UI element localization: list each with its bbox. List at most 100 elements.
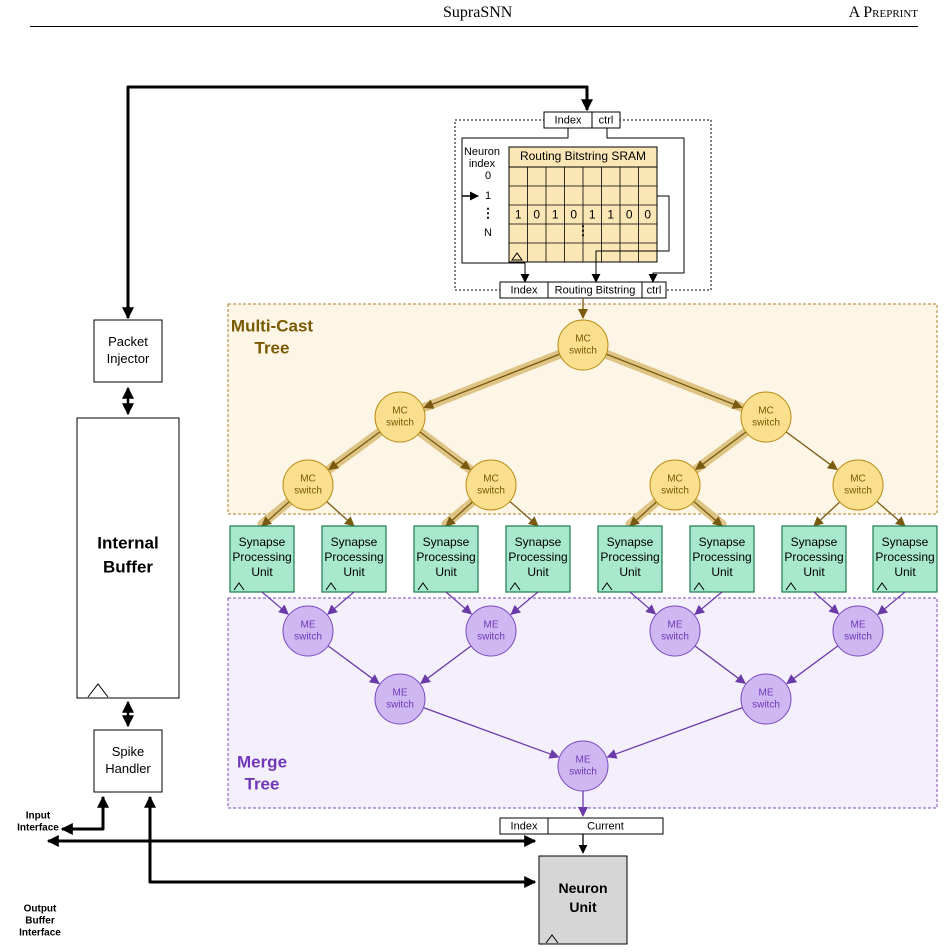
synapse-processing-unit-1: [321, 525, 387, 593]
mc-l2-3-switch-label-line-1: switch: [844, 486, 872, 497]
synapse-processing-unit-1-label-line-1: Processing: [324, 550, 383, 564]
packet-injector-box: [93, 319, 163, 383]
mc-l2-0-switch-label-line-1: switch: [294, 486, 322, 497]
mc-l2-0-switch: [282, 459, 334, 511]
bitstring-wire: [591, 195, 670, 283]
me-edge-l1-3: [786, 645, 839, 685]
mc-leaf-edge-1: [326, 501, 355, 527]
me-switch-2-label-line-0: ME: [668, 620, 683, 631]
output-register-label-0: Index: [511, 820, 538, 832]
spike-handler-label-line-0: Spike: [112, 744, 145, 759]
mc-leaf-edge-5: [693, 500, 723, 527]
mc-l2-2-switch-label-line-1: switch: [661, 486, 689, 497]
synapse-processing-unit-6-label-line-2: Unit: [803, 565, 825, 579]
synapse-processing-unit-4-clock-icon: [601, 582, 613, 591]
sram-vellipsis: ⋮: [577, 223, 590, 238]
mc-leaf-edge-3: [509, 500, 539, 527]
internal-buffer-clock-icon: [87, 683, 109, 698]
me-input-edge-7: [877, 591, 906, 616]
output-interface-label-line-2: Interface: [19, 928, 61, 939]
synapse-processing-unit-6-label-line-1: Processing: [784, 550, 843, 564]
me-switch-2: [649, 605, 701, 657]
synapse-processing-unit-6-label-line-0: Synapse: [791, 535, 838, 549]
me-switch-1-label-line-1: switch: [477, 632, 505, 643]
synapse-processing-unit-2-clock-icon: [417, 582, 429, 591]
synapse-processing-unit-3-label-line-2: Unit: [527, 565, 549, 579]
mc-l1-0-switch: [374, 391, 426, 443]
me-edge-l1-0: [327, 645, 380, 685]
mc-edge-root-right: [606, 353, 743, 409]
mc-leaf-edge-7: [876, 500, 906, 527]
mc-leaf-edge-6: [813, 501, 841, 527]
mc-edge-l1-0-b: [419, 431, 471, 471]
synapse-processing-unit-3: [505, 525, 571, 593]
synapse-processing-unit-1-label-line-0: Synapse: [331, 535, 378, 549]
mc-l2-2-switch: [649, 459, 701, 511]
me-input-edge-6: [813, 591, 840, 615]
sram-bit-7: 0: [644, 208, 651, 222]
me-switch-4-label-line-0: ME: [393, 688, 408, 699]
index-ctrl-register-label-1: ctrl: [599, 114, 614, 126]
synapse-processing-unit-0-clock-icon: [233, 582, 245, 591]
neuron-feedback-bus: [144, 795, 537, 888]
mc-root-switch-label-line-0: MC: [575, 334, 591, 345]
output-register-label-1: Current: [587, 820, 624, 832]
me-input-edge-2: [445, 591, 473, 615]
synapse-processing-unit-5-clock-icon: [693, 582, 705, 591]
output-interface-label-line-1: Buffer: [25, 916, 55, 927]
synapse-processing-unit-3-label-line-1: Processing: [508, 550, 567, 564]
mc-edge-root-left: [423, 353, 560, 409]
sram-title: Routing Bitstring SRAM: [520, 149, 646, 163]
routing-bitstring-register-label-0: Index: [511, 284, 538, 296]
me-input-edge-0: [261, 591, 289, 615]
me-input-edge-5: [694, 591, 723, 616]
packet-injector-label-line-0: Packet: [108, 334, 148, 349]
synapse-processing-unit-2-label-line-1: Processing: [416, 550, 475, 564]
sram-bit-0: 1: [515, 208, 522, 222]
me-switch-1-label-line-0: ME: [484, 620, 499, 631]
internal-buffer-label-line-1: Buffer: [103, 557, 153, 576]
synapse-processing-unit-4-label-line-0: Synapse: [607, 535, 654, 549]
sram-bit-1: 0: [533, 208, 540, 222]
mc-l1-0-switch-label-line-1: switch: [386, 418, 414, 429]
internal-buffer-label-line-0: Internal: [97, 533, 158, 552]
me-switch-6-label-line-0: ME: [576, 755, 591, 766]
synapse-processing-unit-2-label-line-0: Synapse: [423, 535, 470, 549]
sram-row-vellipsis: ⋮: [482, 205, 495, 220]
synapse-processing-unit-6-clock-icon: [785, 582, 797, 591]
me-edge-l2-0: [423, 706, 560, 759]
input-interface-bus: [60, 795, 109, 835]
sram-bit-2: 1: [552, 208, 559, 222]
mc-l2-1-switch-label-line-0: MC: [483, 474, 499, 485]
mc-l2-2-switch-label-line-0: MC: [667, 474, 683, 485]
me-switch-3-label-line-1: switch: [844, 632, 872, 643]
synapse-processing-unit-5-label-line-0: Synapse: [699, 535, 746, 549]
me-switch-0-label-line-1: switch: [294, 632, 322, 643]
mc-edge-l1-0-a: [328, 431, 381, 471]
output-interface-label-line-0: Output: [24, 904, 57, 915]
me-switch-4: [374, 673, 426, 725]
header-tag: A Preprint: [848, 4, 918, 21]
synapse-processing-unit-4-label-line-2: Unit: [619, 565, 641, 579]
me-switch-5: [740, 673, 792, 725]
ctrl-wire: [606, 128, 685, 283]
synapse-processing-unit-0-label-line-1: Processing: [232, 550, 291, 564]
synapse-processing-unit-7-label-line-1: Processing: [875, 550, 934, 564]
me-switch-6-label-line-1: switch: [569, 767, 597, 778]
me-input-edge-3: [510, 591, 539, 616]
synapse-processing-unit-4-label-line-1: Processing: [600, 550, 659, 564]
mc-l2-3-switch: [832, 459, 884, 511]
synapse-processing-unit-7-clock-icon: [876, 582, 888, 591]
synapse-processing-unit-0-label-line-2: Unit: [251, 565, 273, 579]
synapse-processing-unit-2-label-line-2: Unit: [435, 565, 457, 579]
me-switch-0: [282, 605, 334, 657]
packet-injector-label-line-1: Injector: [107, 351, 150, 366]
me-switch-1: [465, 605, 517, 657]
synapse-processing-unit-1-clock-icon: [325, 582, 337, 591]
index-ctrl-register-label-0: Index: [555, 114, 582, 126]
me-switch-2-label-line-1: switch: [661, 632, 689, 643]
input-interface-label-line-0: Input: [26, 811, 51, 822]
spike-handler-box: [93, 729, 163, 793]
me-edge-l1-2: [694, 645, 746, 685]
synapse-processing-unit-5-label-line-1: Processing: [692, 550, 751, 564]
